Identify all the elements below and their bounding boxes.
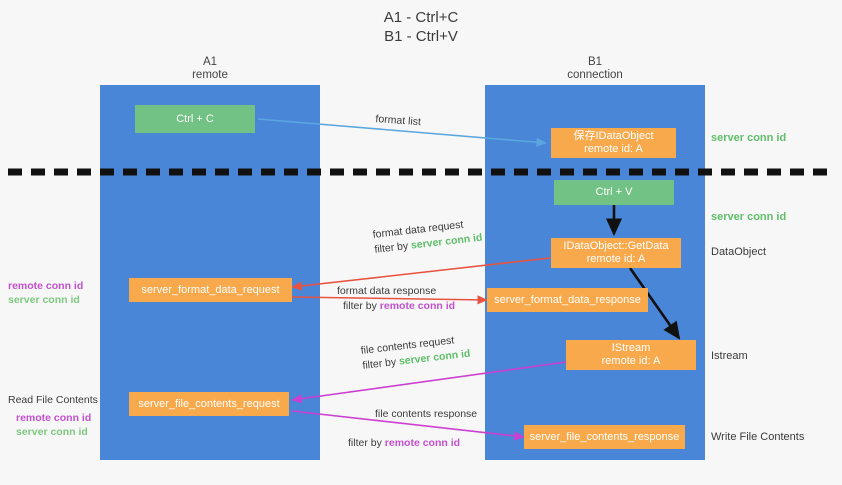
page-title: A1 - Ctrl+C B1 - Ctrl+V <box>0 8 842 46</box>
box-server-file-contents-request[interactable]: server_file_contents_request <box>129 392 289 416</box>
left-label-group-2-remote: remote conn id <box>16 412 92 424</box>
lane-header-b1: B1 connection <box>485 56 705 82</box>
box-idataobject-getdata-label1: IDataObject::GetData <box>563 240 669 252</box>
box-server-format-data-request-label: server_format_data_request <box>141 283 280 296</box>
arrow-format-data-request <box>291 257 551 291</box>
title-line-1: A1 - Ctrl+C <box>383 9 459 26</box>
annotation-format-data-response-filter: filter by remote conn id <box>337 299 455 314</box>
annotation-format-list: format list <box>375 112 421 130</box>
box-idataobject-getdata-label2: remote id: A <box>586 253 646 265</box>
box-server-file-contents-response[interactable]: server_file_contents_response <box>524 425 685 449</box>
annotation-file-contents-response-title: file contents response <box>375 408 478 420</box>
title-line-2: B1 - Ctrl+V <box>384 28 458 45</box>
box-idataobject-getdata[interactable]: IDataObject::GetData remote id: A <box>551 238 681 268</box>
box-ctrl-c-label: Ctrl + C <box>176 112 214 125</box>
filter-value-remote-conn-id: remote conn id <box>379 300 456 312</box>
lane-header-a1-subtitle: remote <box>192 69 228 81</box>
box-istream-label1: IStream <box>611 342 651 354</box>
lane-header-b1-name: B1 <box>587 56 603 68</box>
left-label-group-1: remote conn id server conn id <box>8 279 83 307</box>
filter-value-remote-conn-id: remote conn id <box>384 437 461 449</box>
box-server-format-data-response[interactable]: server_format_data_response <box>487 288 648 312</box>
arrow-file-contents-response <box>291 410 525 441</box>
box-server-format-data-response-label: server_format_data_response <box>494 293 641 306</box>
lane-header-b1-subtitle: connection <box>567 69 623 81</box>
right-label-dataobject: DataObject <box>711 246 767 258</box>
right-label-write-file-contents: Write File Contents <box>711 431 805 443</box>
box-idataobject-set-label2: remote id: A <box>584 143 643 155</box>
arrow-format-data-response <box>291 295 488 305</box>
box-server-file-contents-response-label: server_file_contents_response <box>529 430 680 443</box>
box-ctrl-v-label: Ctrl + V <box>595 186 633 198</box>
annotation-file-contents-response-filter: filter by remote conn id <box>348 436 477 451</box>
annotation-file-contents-response: file contents response filter by remote … <box>348 407 478 451</box>
left-label-group-2-server: server conn id <box>16 426 88 438</box>
left-label-group-2: remote conn id server conn id <box>16 411 91 439</box>
right-label-server-conn-id-mid: server conn id <box>711 211 787 223</box>
left-label-group-1-remote: remote conn id <box>8 280 84 292</box>
arrow-getdata-to-istream <box>628 267 681 340</box>
lane-header-a1: A1 remote <box>100 56 320 82</box>
right-label-istream: Istream <box>711 350 748 362</box>
arrow-format-list <box>257 118 547 147</box>
box-istream[interactable]: IStream remote id: A <box>566 340 696 370</box>
box-server-format-data-request[interactable]: server_format_data_request <box>129 278 292 302</box>
annotation-format-data-response: format data response filter by remote co… <box>337 284 455 314</box>
box-ctrl-v[interactable]: Ctrl + V <box>554 180 674 205</box>
filter-prefix: filter by <box>348 437 385 449</box>
left-label-read-file-contents: Read File Contents <box>8 394 98 406</box>
annotation-format-list-text: format list <box>375 112 422 129</box>
box-idataobject-set[interactable]: 保存IDataObject remote id: A <box>551 128 676 158</box>
arrow-file-contents-request <box>291 361 567 404</box>
lane-header-a1-name: A1 <box>202 56 218 68</box>
box-server-file-contents-request-label: server_file_contents_request <box>138 397 280 410</box>
annotation-format-data-response-title: format data response <box>337 285 437 297</box>
filter-prefix: filter by <box>361 355 400 372</box>
right-label-server-conn-id-top: server conn id <box>711 132 787 144</box>
filter-prefix: filter by <box>343 300 380 312</box>
box-ctrl-c[interactable]: Ctrl + C <box>135 105 255 133</box>
filter-prefix: filter by <box>373 239 412 256</box>
box-idataobject-set-label1: 保存IDataObject <box>573 130 654 142</box>
box-istream-label2: remote id: A <box>601 355 661 367</box>
left-label-group-1-server: server conn id <box>8 294 80 306</box>
left-label-read-file-contents-group: Read File Contents <box>8 393 98 407</box>
